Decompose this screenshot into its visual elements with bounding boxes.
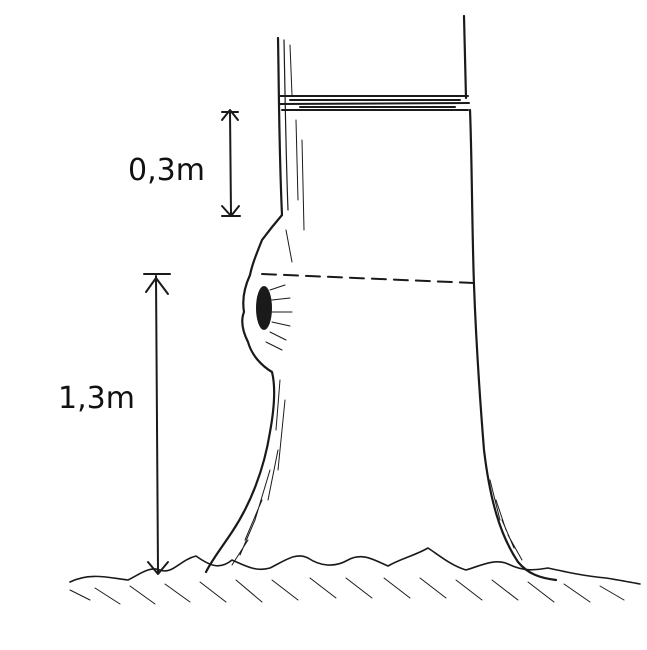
lower-distance-label: 1,3m bbox=[58, 381, 135, 416]
knot-hatching bbox=[265, 284, 293, 351]
upper-distance-label: 0,3m bbox=[128, 153, 205, 188]
knot-wound bbox=[256, 286, 272, 330]
ground-grass bbox=[69, 547, 641, 585]
lower-measurement-arrow bbox=[143, 273, 171, 575]
bark-band bbox=[279, 95, 470, 111]
ground-hatching bbox=[69, 577, 625, 605]
trunk-left-inner-line bbox=[283, 39, 289, 211]
upper-measurement-arrow bbox=[221, 109, 241, 217]
bark-texture-right bbox=[489, 479, 523, 561]
trunk-left-outline bbox=[204, 36, 284, 574]
trunk-right-outline bbox=[462, 14, 558, 582]
bark-texture-left bbox=[231, 44, 305, 566]
breast-height-dashed-line bbox=[261, 273, 475, 284]
